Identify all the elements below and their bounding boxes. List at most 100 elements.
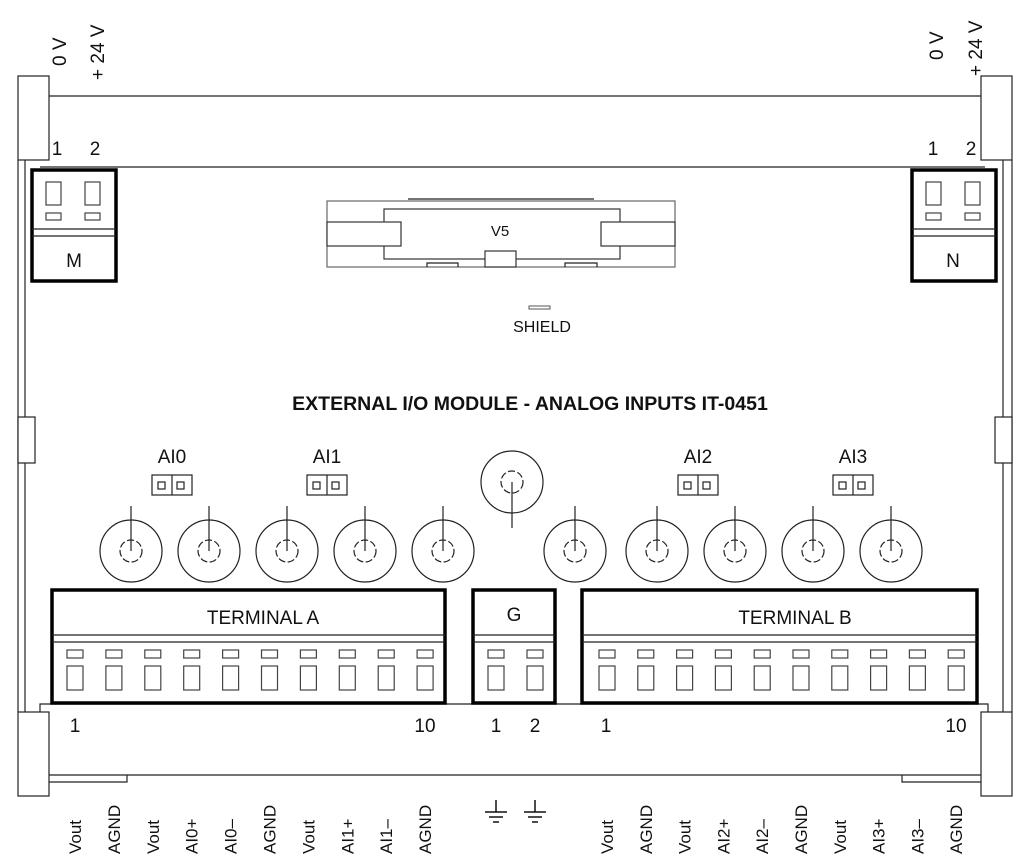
potentiometer[interactable]	[859, 506, 923, 583]
terminal-pin[interactable]	[869, 649, 888, 691]
terminal-pin[interactable]	[416, 649, 434, 691]
left-bottom-ledge	[48, 775, 128, 783]
terminal-pin[interactable]	[260, 649, 279, 691]
pin-screw	[105, 649, 123, 659]
pin-socket	[66, 665, 84, 691]
signal-label: AI1–	[377, 818, 396, 854]
center-potentiometer[interactable]	[480, 450, 544, 528]
terminal-pin[interactable]	[792, 649, 810, 691]
pin-screw	[908, 649, 927, 659]
signal-label: AGND	[105, 805, 124, 854]
pin-socket	[299, 665, 317, 691]
jumper-ai1[interactable]: AI1	[306, 447, 348, 496]
terminal-pin[interactable]	[338, 649, 356, 691]
right-0v-label: 0 V	[927, 31, 948, 60]
pin-socket	[222, 665, 240, 691]
power-connector-n[interactable]: N	[910, 168, 998, 283]
potentiometer[interactable]	[333, 506, 397, 583]
pin-screw	[338, 649, 356, 659]
pin-screw	[144, 649, 162, 659]
jumper-ai0[interactable]: AI0	[151, 447, 193, 496]
pin-screw	[831, 649, 849, 659]
pin-screw	[487, 649, 505, 659]
terminal-pin[interactable]	[183, 649, 201, 691]
power-connector-m[interactable]: M	[30, 168, 118, 283]
pin-screw	[947, 649, 965, 659]
pin-socket	[377, 665, 395, 691]
terminal-b-last-pin: 10	[945, 716, 966, 737]
terminal-a-last-pin: 10	[414, 716, 435, 737]
terminal-b-title: TERMINAL B	[738, 608, 851, 629]
pin-socket	[675, 665, 694, 691]
terminal-pin[interactable]	[144, 649, 162, 691]
terminal-pin[interactable]	[908, 649, 927, 691]
potentiometer[interactable]	[703, 506, 767, 583]
left-pin1-label: 1	[52, 139, 63, 160]
pin-screw	[84, 212, 101, 221]
right-side-tab	[994, 416, 1013, 464]
terminal-pin[interactable]	[637, 649, 655, 691]
potentiometer[interactable]	[625, 506, 689, 583]
jumper-label: AI3	[839, 447, 868, 468]
signal-label: Vout	[598, 820, 617, 854]
terminal-pin[interactable]	[753, 649, 771, 691]
terminal-pin[interactable]	[487, 649, 505, 691]
terminal-pin[interactable]	[831, 649, 849, 691]
terminal-pin[interactable]	[105, 649, 123, 691]
bus-connector-v5[interactable]: V5	[326, 198, 676, 268]
terminal-pin[interactable]	[947, 649, 965, 691]
terminal-pin[interactable]	[526, 649, 544, 691]
signal-label: AI0–	[222, 818, 241, 854]
connector-m-label: M	[66, 251, 82, 272]
jumper-ai3[interactable]: AI3	[832, 447, 874, 496]
pin-socket	[831, 665, 849, 691]
potentiometer[interactable]	[781, 506, 845, 583]
potentiometer[interactable]	[255, 506, 319, 583]
left-top-endcap	[17, 75, 50, 161]
potentiometer[interactable]	[99, 506, 163, 583]
signal-label: AI1+	[338, 818, 357, 854]
pin-socket	[753, 665, 771, 691]
potentiometer[interactable]	[411, 506, 475, 583]
jumper-label: AI1	[313, 447, 342, 468]
right-bottom-ledge	[901, 775, 981, 783]
terminal-pin[interactable]	[66, 649, 84, 691]
terminal-pin[interactable]	[299, 649, 317, 691]
jumper-ai2[interactable]: AI2	[677, 447, 719, 496]
ground-icon	[524, 800, 546, 823]
jumper-pin	[176, 481, 185, 490]
pin-socket	[792, 665, 810, 691]
left-24v-label: + 24 V	[88, 24, 109, 80]
pin-screw	[637, 649, 655, 659]
pin-screw	[598, 649, 616, 659]
pin-screw	[299, 649, 317, 659]
terminal-b-first-pin: 1	[601, 716, 612, 737]
pin-screw	[925, 212, 942, 221]
pin-socket	[260, 665, 279, 691]
terminal-pin[interactable]	[714, 649, 733, 691]
terminal-pin[interactable]	[222, 649, 240, 691]
signal-label: AI2+	[714, 818, 733, 854]
terminal-pin[interactable]	[377, 649, 395, 691]
potentiometer[interactable]	[543, 506, 607, 583]
signal-label: AI2–	[753, 818, 772, 854]
jumper-pin	[838, 481, 847, 490]
pin-socket	[84, 181, 101, 206]
signal-label: AI3+	[870, 818, 889, 854]
terminal-pin[interactable]	[675, 649, 694, 691]
pin-socket	[947, 665, 965, 691]
jumpers: AI0 AI1 AI2 AI3	[151, 447, 874, 496]
potentiometer[interactable]	[177, 506, 241, 583]
connector-n-label: N	[946, 251, 960, 272]
pin-screw	[753, 649, 771, 659]
left-bottom-endcap	[17, 711, 50, 797]
jumper-pin	[331, 481, 340, 490]
right-bottom-endcap	[980, 711, 1013, 797]
right-24v-label: + 24 V	[966, 20, 987, 76]
pin-socket	[144, 665, 162, 691]
terminal-pin[interactable]	[598, 649, 616, 691]
jumper-pin	[157, 481, 166, 490]
shield-label: SHIELD	[513, 319, 571, 336]
right-pin1-label: 1	[928, 139, 939, 160]
